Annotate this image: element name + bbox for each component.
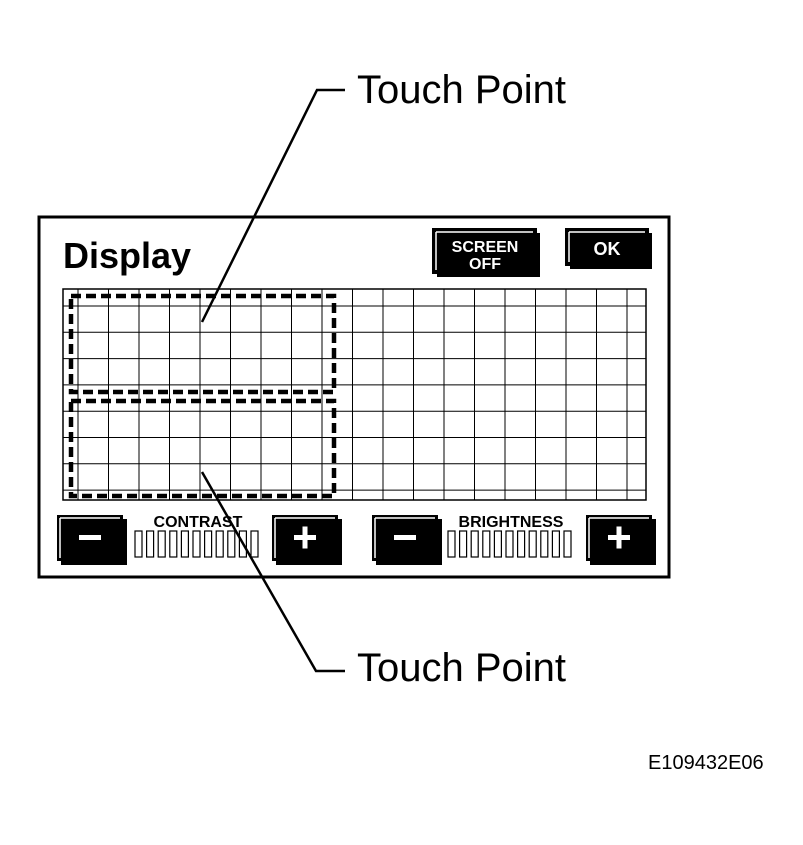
meter-segment xyxy=(146,530,155,558)
meter-segment xyxy=(134,530,143,558)
meter-segment xyxy=(563,530,572,558)
leader-line-top xyxy=(200,88,345,323)
touch-grid[interactable] xyxy=(62,288,647,501)
callout-touch-point-bottom: Touch Point xyxy=(357,646,567,690)
touch-grid-lines xyxy=(63,289,646,500)
meter-segment xyxy=(250,530,259,558)
meter-segment xyxy=(482,530,491,558)
brightness-plus-button[interactable] xyxy=(586,515,656,565)
meter-segment xyxy=(505,530,514,558)
leader-line-bottom xyxy=(200,471,345,673)
screen-off-label-line1: SCREEN xyxy=(452,239,519,256)
contrast-controls: CONTRAST xyxy=(57,514,342,565)
touch-region-bottom[interactable] xyxy=(68,398,337,499)
meter-segment xyxy=(157,530,166,558)
meter-segment xyxy=(169,530,178,558)
contrast-label: CONTRAST xyxy=(154,514,243,531)
callout-touch-point-top: Touch Point xyxy=(357,68,567,112)
plus-icon xyxy=(608,526,630,549)
panel-title: Display xyxy=(63,235,191,276)
minus-icon xyxy=(394,535,416,540)
contrast-level-meter xyxy=(134,530,259,558)
touch-grid-frame xyxy=(62,288,647,501)
meter-segment xyxy=(459,530,468,558)
meter-segment xyxy=(516,530,526,558)
brightness-label: BRIGHTNESS xyxy=(459,514,564,531)
meter-segment xyxy=(470,530,479,558)
meter-segment xyxy=(215,530,224,558)
brightness-controls: BRIGHTNESS xyxy=(372,514,656,565)
touch-region-top[interactable] xyxy=(68,293,337,395)
meter-segment xyxy=(192,530,201,558)
ok-button[interactable]: OK xyxy=(565,228,652,269)
screen-off-label-line2: OFF xyxy=(469,256,501,273)
minus-icon xyxy=(79,535,101,540)
contrast-plus-button[interactable] xyxy=(272,515,342,565)
brightness-level-meter xyxy=(447,530,572,558)
meter-segment xyxy=(447,530,456,558)
plus-icon xyxy=(294,526,316,549)
screen-off-button[interactable]: SCREEN OFF xyxy=(432,228,540,277)
meter-segment xyxy=(528,530,537,558)
ok-label: OK xyxy=(594,239,621,259)
brightness-minus-button[interactable] xyxy=(372,515,442,565)
contrast-minus-button[interactable] xyxy=(57,515,127,565)
meter-segment xyxy=(180,530,189,558)
meter-segment xyxy=(540,530,549,558)
meter-segment xyxy=(204,530,213,558)
figure-reference-code: E109432E06 xyxy=(648,752,764,774)
meter-segment xyxy=(551,530,561,558)
meter-segment xyxy=(493,530,502,558)
meter-segment xyxy=(227,530,236,558)
